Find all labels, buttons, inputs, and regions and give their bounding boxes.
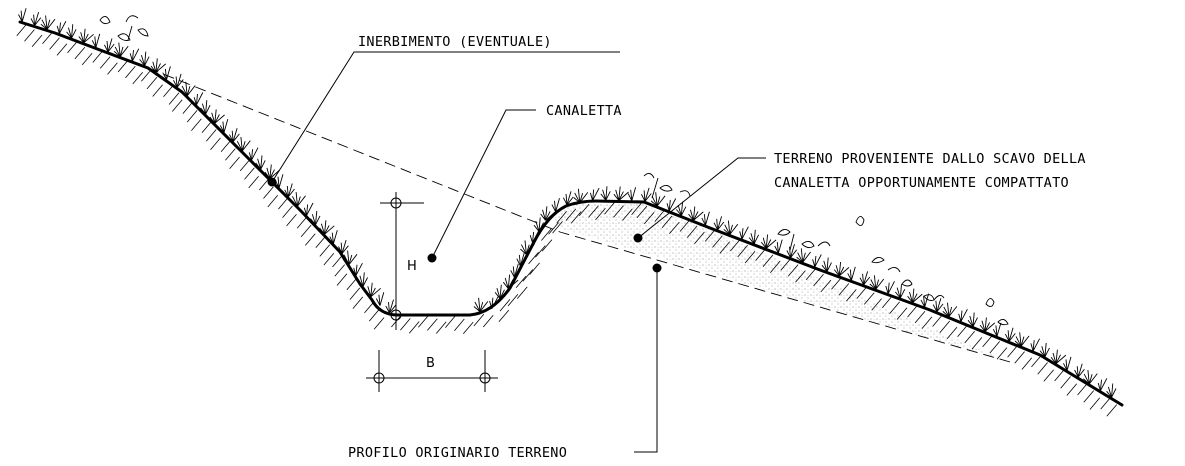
dimension-b	[366, 350, 498, 392]
leader-dot-terreno	[633, 233, 643, 243]
leader-canaletta	[431, 109, 536, 259]
label-inerbimento: INERBIMENTO (EVENTUALE)	[358, 34, 552, 50]
dimension-h	[380, 192, 424, 330]
label-dimension-h: H	[407, 259, 417, 274]
compacted-fill-zone	[548, 202, 1008, 362]
leader-profilo	[634, 268, 658, 453]
leader-dot-canaletta	[427, 253, 437, 263]
leader-inerbimento	[271, 51, 620, 183]
label-canaletta: CANALETTA	[546, 103, 622, 119]
leader-dot-inerbimento	[267, 177, 277, 187]
label-terreno-line2: CANALETTA OPPORTUNAMENTE COMPATTATO	[774, 175, 1069, 191]
label-dimension-b: B	[426, 356, 435, 371]
leader-terreno	[637, 157, 766, 239]
leader-dot-profilo	[652, 263, 662, 273]
label-terreno-line1: TERRENO PROVENIENTE DALLO SCAVO DELLA	[774, 151, 1086, 167]
terrain-profile-line	[18, 20, 1124, 407]
original-ground-profile-dashed	[147, 67, 1011, 363]
ground-hatching	[16, 23, 1118, 417]
label-profilo: PROFILO ORIGINARIO TERRENO	[348, 445, 567, 461]
shrubs	[99, 15, 1009, 326]
